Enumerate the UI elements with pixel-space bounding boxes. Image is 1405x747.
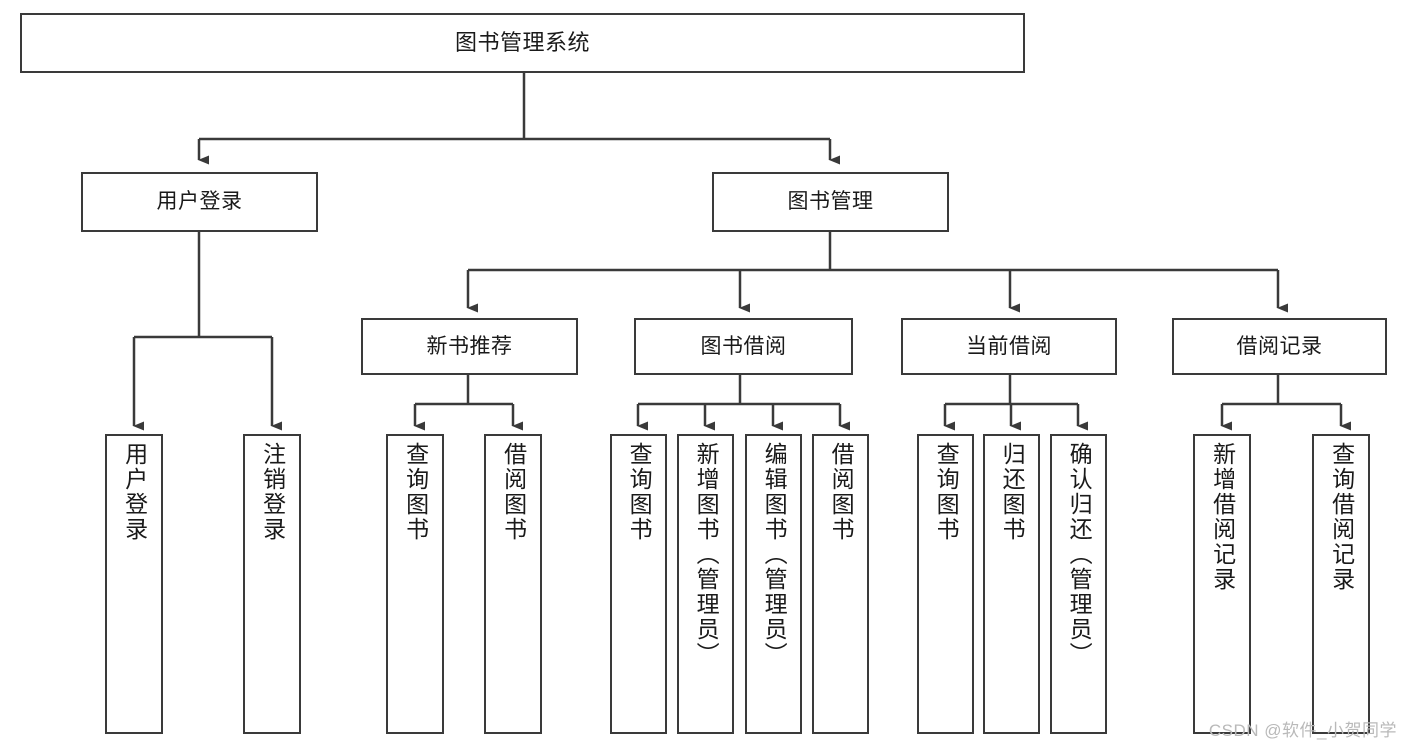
node-label: 新书推荐 bbox=[426, 334, 513, 358]
node-root-system[interactable]: 图书管理系统 bbox=[20, 13, 1025, 73]
leaf-return-book[interactable]: 归还图书 bbox=[983, 434, 1040, 734]
leaf-borrow-book[interactable]: 借阅图书 bbox=[812, 434, 869, 734]
node-label: 查询借阅记录 bbox=[1328, 442, 1355, 592]
leaf-add-book-admin[interactable]: 新增图书（管理员） bbox=[677, 434, 734, 734]
node-label: 新增借阅记录 bbox=[1209, 442, 1236, 592]
node-label: 确认归还（管理员） bbox=[1066, 442, 1093, 667]
leaf-query-book-recommend[interactable]: 查询图书 bbox=[386, 434, 444, 734]
leaf-edit-book-admin[interactable]: 编辑图书（管理员） bbox=[745, 434, 802, 734]
leaf-logout[interactable]: 注销登录 bbox=[243, 434, 301, 734]
node-borrow-records[interactable]: 借阅记录 bbox=[1172, 318, 1387, 375]
node-label: 借阅图书 bbox=[500, 442, 527, 542]
node-label: 查询图书 bbox=[402, 442, 429, 542]
leaf-confirm-return-admin[interactable]: 确认归还（管理员） bbox=[1050, 434, 1107, 734]
node-label: 当前借阅 bbox=[966, 334, 1052, 358]
node-label: 用户登录 bbox=[156, 190, 243, 214]
node-label: 借阅记录 bbox=[1236, 334, 1323, 358]
watermark: CSDN @软件_小贺同学 bbox=[1208, 721, 1397, 740]
node-label: 图书管理系统 bbox=[454, 29, 590, 55]
node-book-management[interactable]: 图书管理 bbox=[712, 172, 949, 232]
node-user-login[interactable]: 用户登录 bbox=[81, 172, 318, 232]
node-label: 用户登录 bbox=[121, 442, 148, 542]
node-label: 借阅图书 bbox=[828, 442, 855, 542]
leaf-query-book-current[interactable]: 查询图书 bbox=[917, 434, 974, 734]
node-label: 归还图书 bbox=[999, 442, 1026, 542]
node-label: 编辑图书（管理员） bbox=[761, 442, 788, 667]
leaf-query-borrow-record[interactable]: 查询借阅记录 bbox=[1312, 434, 1370, 734]
node-current-borrow[interactable]: 当前借阅 bbox=[901, 318, 1117, 375]
node-label: 图书管理 bbox=[787, 190, 874, 214]
node-label: 查询图书 bbox=[626, 442, 653, 542]
node-book-borrow[interactable]: 图书借阅 bbox=[634, 318, 853, 375]
leaf-borrow-book-recommend[interactable]: 借阅图书 bbox=[484, 434, 542, 734]
node-new-book-recommend[interactable]: 新书推荐 bbox=[361, 318, 578, 375]
leaf-query-book-borrow[interactable]: 查询图书 bbox=[610, 434, 667, 734]
leaf-user-login[interactable]: 用户登录 bbox=[105, 434, 163, 734]
leaf-add-borrow-record[interactable]: 新增借阅记录 bbox=[1193, 434, 1251, 734]
node-label: 查询图书 bbox=[933, 442, 960, 542]
node-label: 注销登录 bbox=[259, 442, 286, 542]
node-label: 图书借阅 bbox=[700, 334, 787, 358]
node-label: 新增图书（管理员） bbox=[693, 442, 720, 667]
